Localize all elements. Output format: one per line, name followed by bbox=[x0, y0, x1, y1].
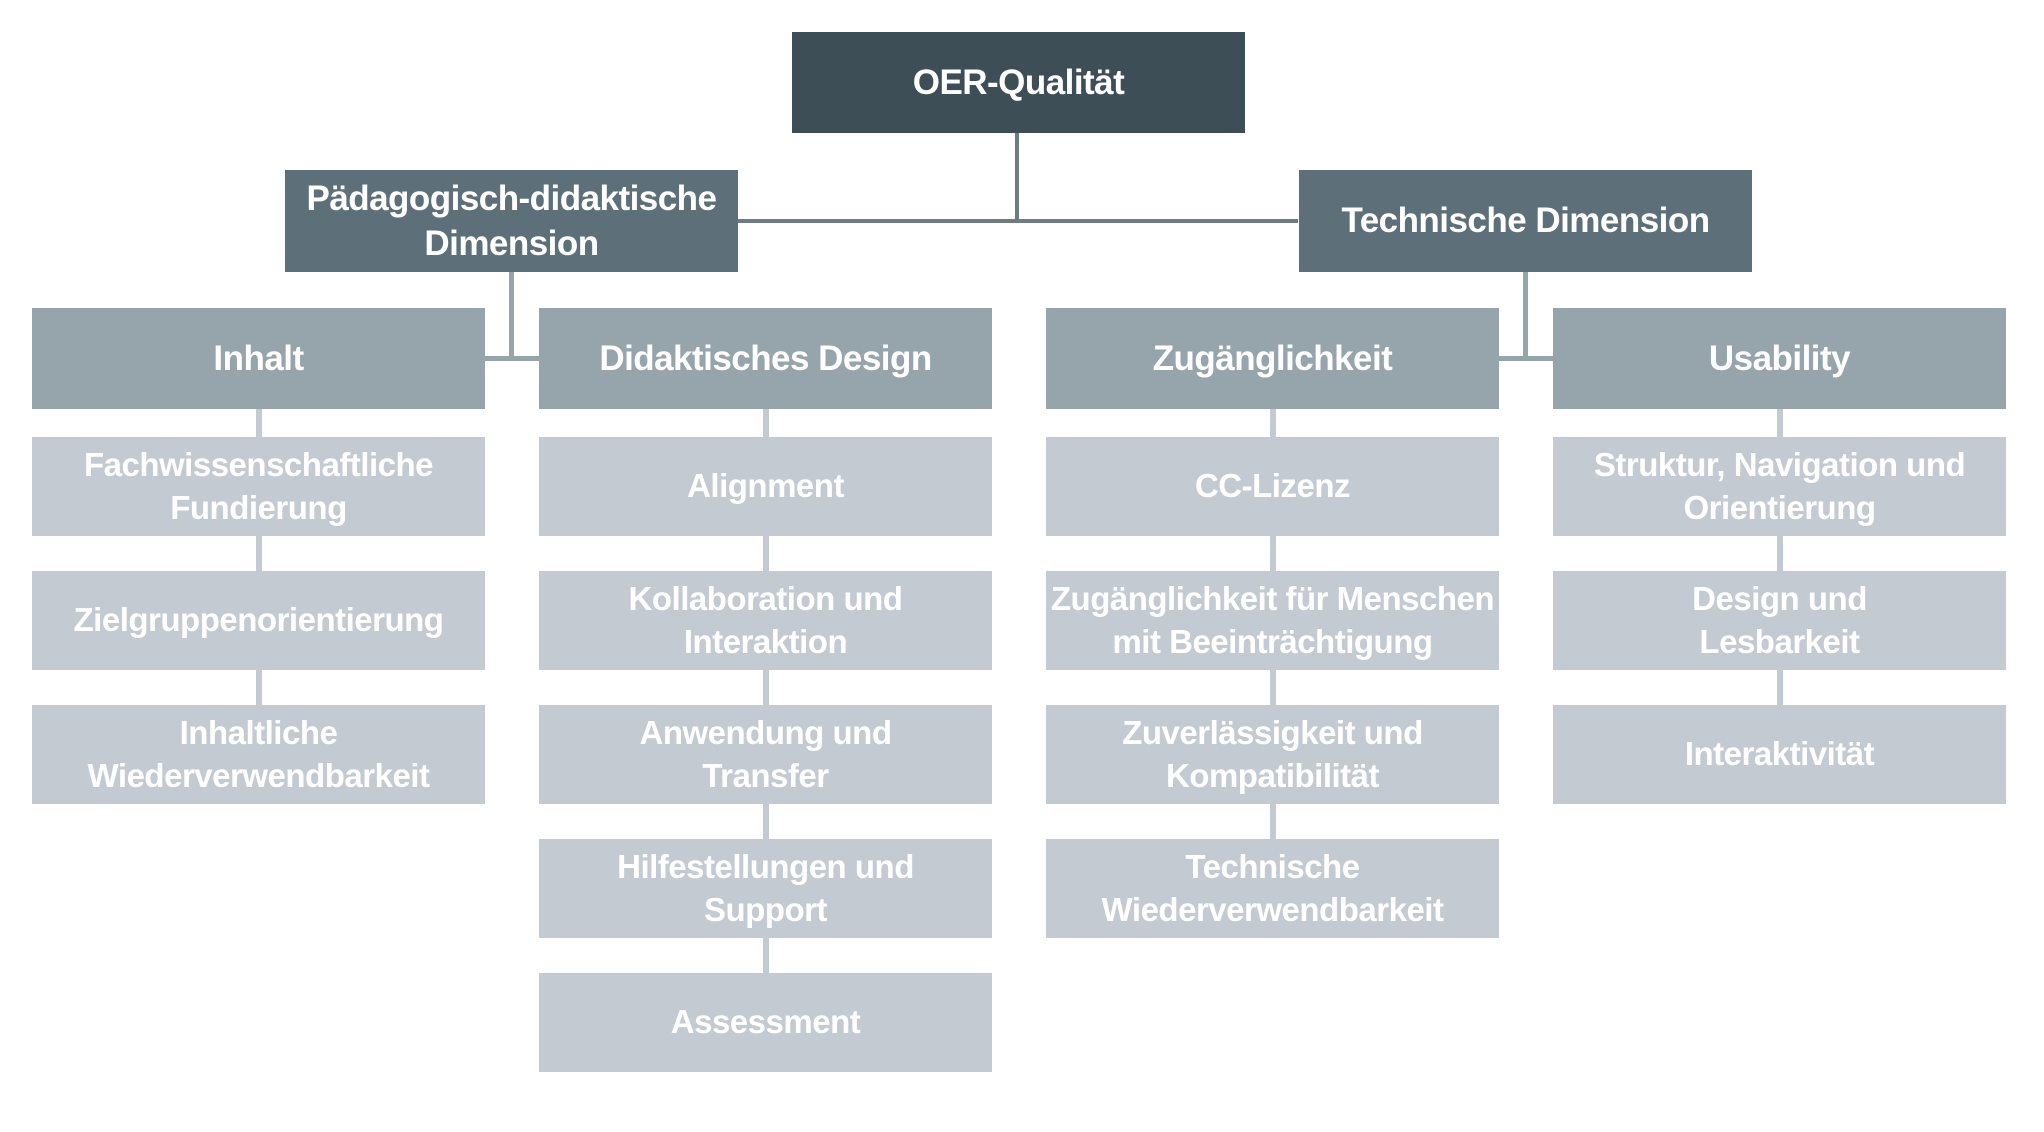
node-category-usability: Usability bbox=[1553, 308, 2006, 409]
connector-paedagogisch-horizontal bbox=[485, 356, 539, 361]
node-item-label: Hilfestellungen und Support bbox=[617, 847, 914, 928]
node-root-oer-qualitaet: OER-Qualität bbox=[792, 32, 1245, 133]
connector-zugaenglichkeit-item-2 bbox=[1270, 536, 1276, 571]
node-item-label: Alignment bbox=[687, 467, 844, 505]
node-item-label: Assessment bbox=[670, 1003, 861, 1041]
node-item-label: Technische Wiederverwendbarkeit bbox=[1101, 847, 1444, 928]
node-item-label: Zuverlässigkeit und Kompatibilität bbox=[1122, 713, 1423, 794]
connector-inhalt-item-1 bbox=[256, 409, 262, 437]
node-dimension-technisch: Technische Dimension bbox=[1299, 170, 1752, 272]
connector-usability-item-1 bbox=[1777, 409, 1783, 437]
connector-root-vertical bbox=[1015, 133, 1019, 223]
connector-inhalt-item-3 bbox=[256, 670, 262, 705]
node-item-label: Inhaltliche Wiederverwendbarkeit bbox=[87, 713, 430, 794]
node-item-label: Interaktivität bbox=[1684, 735, 1875, 773]
node-item-cc-lizenz: CC-Lizenz bbox=[1046, 437, 1499, 536]
node-category-didaktisches-design: Didaktisches Design bbox=[539, 308, 992, 409]
node-item-inhaltliche-wiederverwendbarkeit: Inhaltliche Wiederverwendbarkeit bbox=[32, 705, 485, 804]
node-item-assessment: Assessment bbox=[539, 973, 992, 1072]
node-category-inhalt-label: Inhalt bbox=[213, 338, 304, 378]
connector-zugaenglichkeit-item-1 bbox=[1270, 409, 1276, 437]
node-item-label: Struktur, Navigation und Orientierung bbox=[1593, 445, 1966, 526]
node-item-label: CC-Lizenz bbox=[1194, 467, 1351, 505]
node-item-label: Kollaboration und Interaktion bbox=[628, 579, 903, 660]
node-item-label: Anwendung und Transfer bbox=[639, 713, 892, 794]
node-item-zielgruppenorientierung: Zielgruppenorientierung bbox=[32, 571, 485, 670]
node-dimension-technisch-label: Technische Dimension bbox=[1341, 201, 1710, 241]
connector-paedagogisch-vertical bbox=[509, 272, 514, 361]
node-item-alignment: Alignment bbox=[539, 437, 992, 536]
connector-didaktisches-item-1 bbox=[763, 409, 769, 437]
connector-technisch-horizontal bbox=[1499, 356, 1553, 361]
connector-usability-item-2 bbox=[1777, 536, 1783, 571]
node-item-design-lesbarkeit: Design und Lesbarkeit bbox=[1553, 571, 2006, 670]
connector-root-horizontal bbox=[738, 219, 1298, 223]
connector-zugaenglichkeit-item-3 bbox=[1270, 670, 1276, 705]
connector-didaktisches-item-3 bbox=[763, 670, 769, 705]
node-item-label: Fachwissenschaftliche Fundierung bbox=[83, 445, 434, 526]
connector-didaktisches-item-5 bbox=[763, 938, 769, 973]
node-category-inhalt: Inhalt bbox=[32, 308, 485, 409]
node-item-hilfestellungen-support: Hilfestellungen und Support bbox=[539, 839, 992, 938]
node-item-label: Design und Lesbarkeit bbox=[1692, 579, 1867, 660]
node-item-label: Zielgruppenorientierung bbox=[73, 601, 444, 639]
connector-didaktisches-item-4 bbox=[763, 804, 769, 839]
node-item-interaktivitaet: Interaktivität bbox=[1553, 705, 2006, 804]
node-category-usability-label: Usability bbox=[1708, 338, 1851, 378]
node-item-kollaboration-interaktion: Kollaboration und Interaktion bbox=[539, 571, 992, 670]
node-category-didaktisches-design-label: Didaktisches Design bbox=[599, 338, 932, 378]
node-item-anwendung-transfer: Anwendung und Transfer bbox=[539, 705, 992, 804]
connector-zugaenglichkeit-item-4 bbox=[1270, 804, 1276, 839]
node-item-struktur-navigation-orientierung: Struktur, Navigation und Orientierung bbox=[1553, 437, 2006, 536]
node-item-fachwissenschaftliche-fundierung: Fachwissenschaftliche Fundierung bbox=[32, 437, 485, 536]
connector-didaktisches-item-2 bbox=[763, 536, 769, 571]
node-item-zuverlaessigkeit-kompatibilitaet: Zuverlässigkeit und Kompatibilität bbox=[1046, 705, 1499, 804]
connector-usability-item-3 bbox=[1777, 670, 1783, 705]
node-dimension-paedagogisch-label: Pädagogisch-didaktische Dimension bbox=[306, 178, 718, 264]
node-root-label: OER-Qualität bbox=[912, 62, 1125, 102]
node-category-zugaenglichkeit-label: Zugänglichkeit bbox=[1152, 338, 1393, 378]
connector-inhalt-item-2 bbox=[256, 536, 262, 571]
node-item-technische-wiederverwendbarkeit: Technische Wiederverwendbarkeit bbox=[1046, 839, 1499, 938]
node-dimension-paedagogisch-didaktisch: Pädagogisch-didaktische Dimension bbox=[285, 170, 738, 272]
node-category-zugaenglichkeit: Zugänglichkeit bbox=[1046, 308, 1499, 409]
node-item-label: Zugänglichkeit für Menschen mit Beeinträ… bbox=[1050, 579, 1495, 660]
node-item-zugaenglichkeit-beeintraechtigung: Zugänglichkeit für Menschen mit Beeinträ… bbox=[1046, 571, 1499, 670]
connector-technisch-vertical bbox=[1523, 272, 1528, 361]
